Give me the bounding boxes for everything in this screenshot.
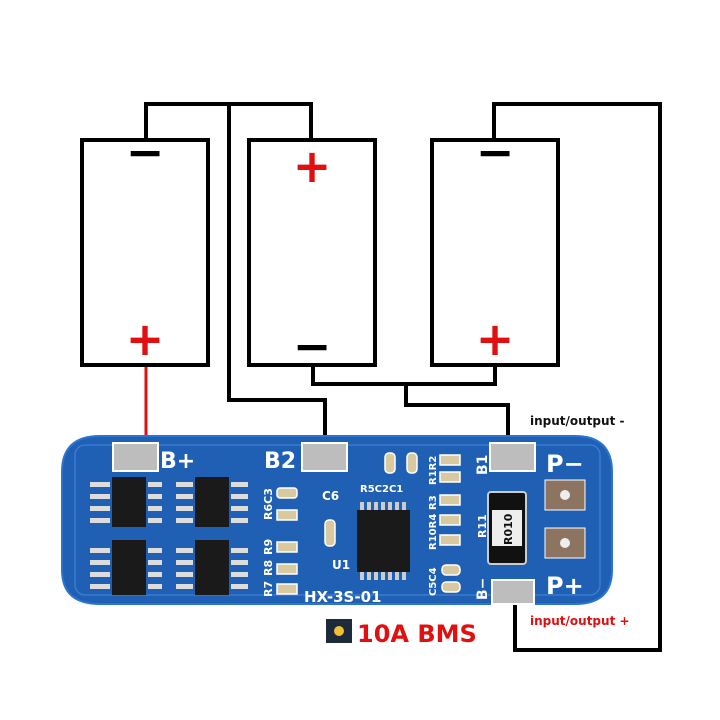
wires xyxy=(144,102,662,652)
label-r10r4: R10R4 xyxy=(428,514,439,550)
wire-b3neg-to-pplus xyxy=(492,102,662,652)
pad-label-b2: B2 xyxy=(264,449,296,474)
wire-b1-tap xyxy=(404,384,510,448)
via-pminus xyxy=(560,490,570,500)
logo-icon-dot xyxy=(334,626,344,636)
pad-label-b1: B1 xyxy=(475,455,491,475)
board-model: HX-3S-01 xyxy=(304,588,381,606)
wire-b2neg-to-b3pos xyxy=(311,365,497,386)
pad-label-pminus: P− xyxy=(546,450,584,478)
battery-2-bottom-terminal: − xyxy=(293,319,332,373)
io-minus-label: input/output - xyxy=(530,414,624,428)
mosfet-pins xyxy=(90,482,248,589)
label-r11: R11 xyxy=(476,514,489,538)
label-r9: R9 xyxy=(262,539,275,555)
battery-1-bottom-terminal: + xyxy=(126,312,165,366)
mosfets xyxy=(112,477,229,595)
pad-label-bminus: B− xyxy=(475,578,491,600)
ic-u1 xyxy=(357,510,410,572)
passives xyxy=(276,452,461,595)
pad-bminus xyxy=(491,579,535,605)
battery-1-top-terminal: − xyxy=(126,125,165,179)
label-r1r2: R1R2 xyxy=(428,456,439,485)
battery-3-bottom-terminal: + xyxy=(476,312,515,366)
label-r8: R8 xyxy=(262,560,275,576)
wire-b2-tap xyxy=(227,104,327,448)
battery-3-top-terminal: − xyxy=(476,125,515,179)
title-label: 10A BMS xyxy=(357,620,477,648)
pad-label-bplus: B+ xyxy=(160,449,195,474)
bms-board: R010 B+ B2 B1 B− P− P+ HX-3S-01 C6 U1 R1… xyxy=(61,435,613,606)
label-r5c2c1: R5C2C1 xyxy=(360,484,403,495)
via-pplus xyxy=(560,538,570,548)
pad-b2 xyxy=(301,442,348,472)
battery-3 xyxy=(430,138,560,367)
label-r7: R7 xyxy=(262,581,275,597)
pad-b1 xyxy=(489,442,536,472)
label-c6: C6 xyxy=(322,489,339,503)
label-r6c3: R6C3 xyxy=(262,488,275,520)
label-c5c4: C5C4 xyxy=(428,567,439,596)
battery-1 xyxy=(80,138,210,367)
pad-bplus xyxy=(112,442,159,472)
label-u1: U1 xyxy=(332,558,350,572)
battery-2 xyxy=(247,138,377,367)
pad-label-pplus: P+ xyxy=(546,572,584,600)
label-r3: R3 xyxy=(428,495,439,510)
battery-2-top-terminal: + xyxy=(293,139,332,193)
shunt-label: R010 xyxy=(502,513,515,545)
ic-pins xyxy=(360,502,406,580)
io-plus-label: input/output + xyxy=(530,614,630,628)
